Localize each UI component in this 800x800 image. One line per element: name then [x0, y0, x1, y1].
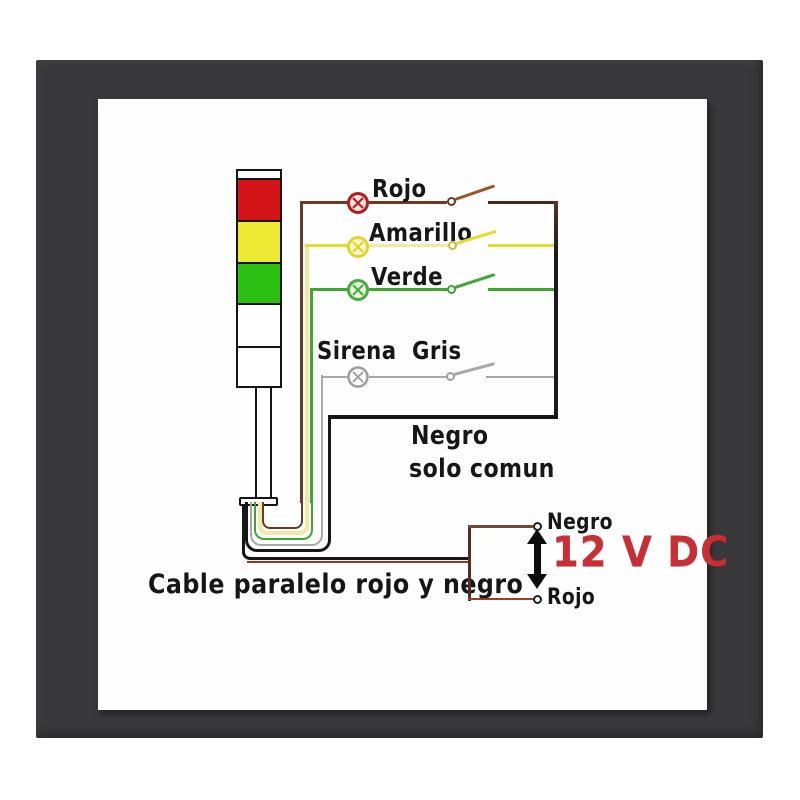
- wire-green-segment-right: [488, 288, 557, 291]
- wire-yellow-segment-mid: [369, 244, 448, 247]
- psu-cable-black: [242, 504, 471, 560]
- common-bus-bottom: [327, 415, 558, 419]
- amarillo-switch-pivot: [447, 240, 457, 250]
- tower-segment-white-1: [236, 303, 282, 348]
- bundle-u-brown: [261, 502, 303, 529]
- bundle-u-gray: [249, 502, 323, 546]
- psu-rojo-label: Rojo: [547, 585, 596, 610]
- sirena-switch-pivot: [445, 372, 455, 381]
- rojo-label: Rojo: [372, 174, 427, 203]
- psu-negro-label: Negro: [547, 510, 613, 535]
- wire-green-segment-left: [310, 288, 350, 291]
- wire-green-segment-mid: [369, 288, 448, 291]
- common-label-line1: Negro: [411, 421, 489, 451]
- wire-red-segment-mid: [369, 201, 447, 204]
- psu-cable-red: [247, 560, 469, 563]
- arrow-up-icon: [527, 529, 547, 544]
- verde-label: Verde: [371, 262, 443, 291]
- cable-label: Cable paralelo rojo y negro: [148, 569, 524, 600]
- wire-black-vertical: [327, 415, 331, 503]
- wire-red-vertical: [300, 201, 303, 503]
- wire-red-segment-right: [488, 201, 557, 204]
- verde-switch-pivot: [446, 284, 456, 294]
- tower-pole: [255, 386, 272, 501]
- psu-bracket-top: [468, 525, 533, 528]
- green-lamp-icon: [346, 278, 370, 302]
- sirena-gris-label: Sirena Gris: [317, 336, 462, 365]
- tower-segment-green: [236, 262, 282, 305]
- rojo-terminal: [532, 594, 542, 604]
- wire-gray-segment-mid: [369, 375, 446, 378]
- bundle-u-yellow: [257, 502, 309, 535]
- tower-segment-red: [236, 178, 282, 222]
- wire-gray-segment-left: [320, 375, 350, 378]
- wire-gray-segment-right: [486, 375, 557, 378]
- arrow-down-icon: [527, 574, 547, 589]
- gray-lamp-icon: [346, 365, 370, 389]
- psu-bracket-bottom: [468, 597, 533, 600]
- wire-yellow-segment-right: [488, 244, 557, 247]
- diagram-paper: [98, 99, 707, 710]
- tower-segment-white-2: [236, 346, 282, 388]
- psu-bracket-left: [468, 525, 471, 601]
- voltage-label: 12 V DC: [552, 527, 730, 576]
- rojo-switch-pivot: [446, 196, 456, 206]
- wire-yellow-vertical: [304, 244, 309, 503]
- yellow-lamp-icon: [346, 235, 370, 259]
- common-label-line2: solo comun: [409, 454, 555, 484]
- tower-segment-yellow: [236, 220, 282, 264]
- wire-gray-vertical: [320, 375, 323, 503]
- voltage-arrow-shaft: [533, 542, 541, 574]
- common-bus-right: [554, 201, 558, 418]
- bundle-u-black: [245, 502, 331, 552]
- wire-yellow-segment-left: [304, 244, 350, 247]
- wire-red-segment-left: [300, 201, 349, 204]
- bundle-u-green: [253, 502, 313, 540]
- red-lamp-icon: [346, 191, 370, 215]
- wire-green-vertical: [310, 288, 313, 503]
